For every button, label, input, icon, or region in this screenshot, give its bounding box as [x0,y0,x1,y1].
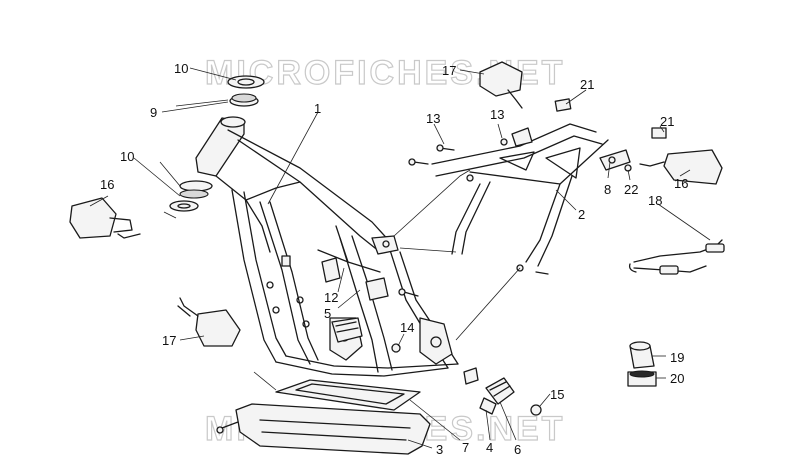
wiring-harness [628,239,725,275]
callout-6: 6 [514,442,521,457]
callout-21-right: 21 [660,114,674,129]
skid-plate [235,403,431,455]
callout-18: 18 [648,193,662,208]
callout-22: 22 [624,182,638,197]
plug-cap [629,341,655,369]
callout-17-left: 17 [162,333,176,348]
callout-14: 14 [400,320,414,335]
turn-signal-front-left [69,197,141,239]
tail-light-top [479,61,523,109]
callout-15: 15 [550,387,564,402]
turn-signal-front-right [639,149,723,185]
plug-holder [627,370,657,387]
callout-19: 19 [670,350,684,365]
footpeg-right [479,377,515,415]
callout-8: 8 [604,182,611,197]
callout-10-top: 10 [174,61,188,76]
fasteners [216,98,667,434]
callout-labels: 10 9 10 16 1 17 21 13 13 21 8 22 16 18 2… [100,61,688,457]
callout-16-right: 16 [674,176,688,191]
callout-17-top: 17 [442,63,456,78]
callout-13-left: 13 [426,111,440,126]
steering-bearings [169,75,265,212]
callout-13-right: 13 [490,107,504,122]
callout-5: 5 [324,306,331,321]
assembly-guides [159,99,521,391]
callout-4: 4 [486,440,493,455]
callout-16-left: 16 [100,177,114,192]
callout-leaders [89,67,711,449]
callout-10-bottom: 10 [120,149,134,164]
callout-20: 20 [670,371,684,386]
callout-9: 9 [150,105,157,120]
callout-7: 7 [462,440,469,455]
callout-21-top: 21 [580,77,594,92]
main-frame [195,116,459,377]
callout-1: 1 [314,101,321,116]
skid-pad [275,379,421,411]
callout-2: 2 [578,207,585,222]
footpeg-left [331,317,363,343]
turn-signal-rear-left [177,297,241,347]
callout-3: 3 [436,442,443,457]
rear-subframe [431,123,609,267]
callout-12: 12 [324,290,338,305]
